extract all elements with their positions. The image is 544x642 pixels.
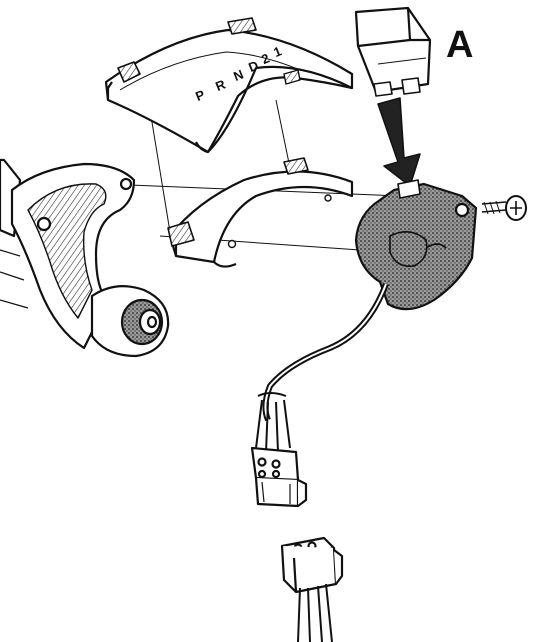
harness-plug-male — [250, 446, 308, 508]
insert-arrow — [377, 97, 421, 187]
harness-plug-female — [280, 536, 344, 642]
mounting-screw — [481, 195, 527, 221]
wiring-harness — [255, 282, 389, 453]
detail-connector-a — [354, 6, 432, 97]
selector-lever-housing — [0, 158, 170, 358]
selector-cover-plate — [104, 17, 354, 154]
detail-callout-label: A — [446, 24, 474, 66]
neutral-safety-switch — [354, 179, 478, 311]
gear-indicator-letters: P R N D 2 1 — [193, 43, 283, 104]
curved-guide-bracket — [167, 157, 354, 268]
